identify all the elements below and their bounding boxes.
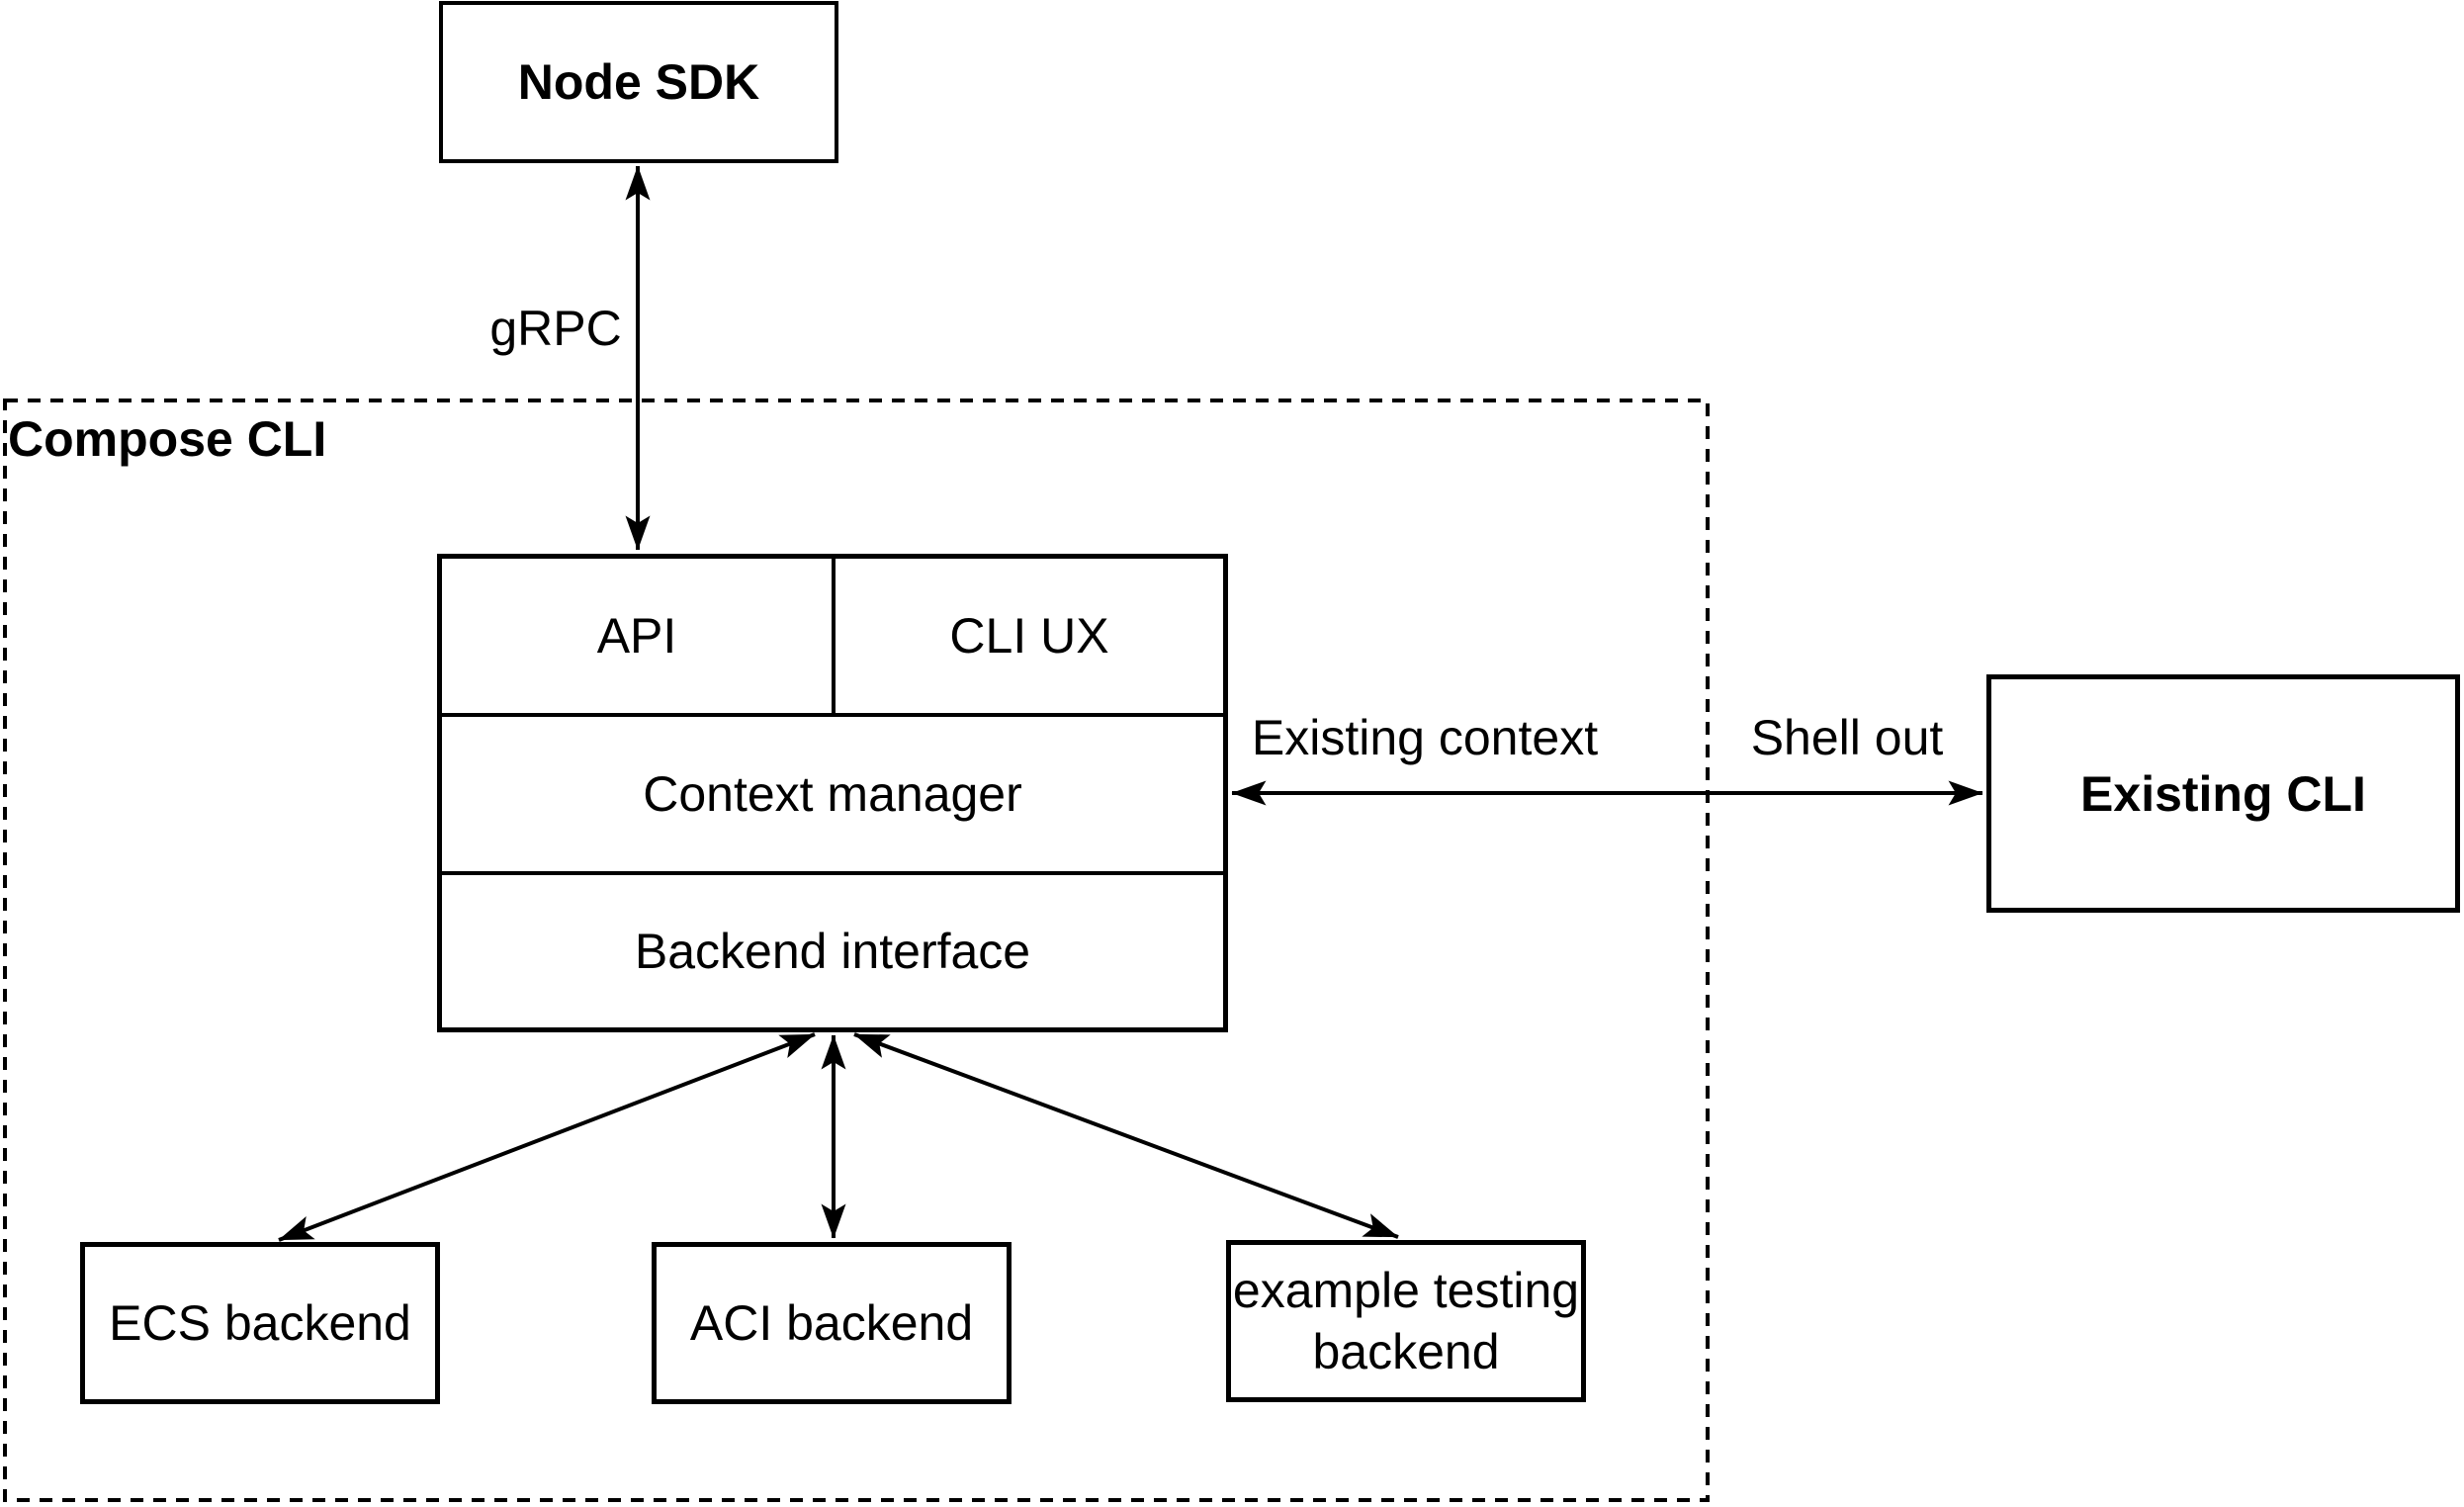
node-sdk-label: Node SDK — [517, 54, 760, 110]
example-testing-backend-label-line2: backend — [1312, 1324, 1500, 1379]
example-testing-backend-label-line1: example testing — [1232, 1263, 1580, 1318]
context-manager-label: Context manager — [643, 766, 1022, 822]
compose-stack-box: API CLI UX Context manager Backend inter… — [437, 554, 1228, 1032]
example-testing-backend-box: example testing backend — [1226, 1240, 1586, 1402]
ecs-backend-arrow — [278, 1032, 816, 1242]
api-cell: API — [442, 559, 836, 713]
existing-cli-box: Existing CLI — [1986, 674, 2460, 913]
ecs-backend-box: ECS backend — [80, 1242, 440, 1404]
cli-ux-label: CLI UX — [949, 608, 1109, 664]
existing-context-edge-label: Existing context — [1251, 710, 1599, 765]
compose-cli-container-label: Compose CLI — [8, 411, 327, 467]
stack-top-row: API CLI UX — [442, 559, 1223, 717]
shell-out-edge-label: Shell out — [1750, 710, 1944, 765]
example-testing-backend-arrow — [853, 1032, 1399, 1239]
grpc-edge-label: gRPC — [489, 301, 622, 356]
api-label: API — [596, 608, 677, 664]
context-manager-cell: Context manager — [442, 717, 1223, 875]
aci-backend-box: ACI backend — [652, 1242, 1012, 1404]
backend-interface-label: Backend interface — [634, 924, 1031, 979]
existing-cli-label: Existing CLI — [2080, 765, 2366, 822]
ecs-backend-label: ECS backend — [109, 1295, 411, 1351]
aci-backend-label: ACI backend — [689, 1295, 974, 1351]
cli-ux-cell: CLI UX — [836, 559, 1223, 713]
node-sdk-box: Node SDK — [439, 1, 838, 163]
backend-interface-cell: Backend interface — [442, 875, 1223, 1027]
